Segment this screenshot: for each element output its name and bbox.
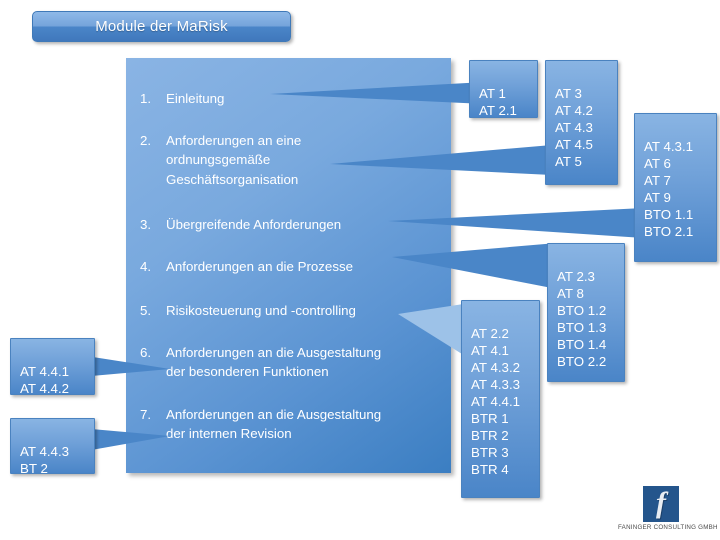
list-item-number: 4. xyxy=(140,259,152,274)
list-item-label: Anforderungen an die Ausgestaltung der i… xyxy=(166,407,382,442)
callout-box-at23[interactable]: AT 2.3 AT 8 BTO 1.2 BTO 1.3 BTO 1.4 BTO … xyxy=(547,243,625,382)
callout-box-at1[interactable]: AT 1 AT 2.1 xyxy=(469,60,538,118)
callout-box-at443-label: AT 4.4.3 BT 2 xyxy=(20,444,70,477)
list-item-number: 7. xyxy=(140,407,152,422)
callout-box-at3-label: AT 3 AT 4.2 AT 4.3 AT 4.5 AT 5 xyxy=(555,86,593,170)
list-item-number: 5. xyxy=(140,303,152,318)
list-item-number: 3. xyxy=(140,217,152,232)
list-item-label: Übergreifende Anforderungen xyxy=(166,217,342,232)
list-item-label: Risikosteuerung und -controlling xyxy=(166,303,356,318)
logo-company-name: FANINGER CONSULTING GMBH xyxy=(618,524,718,531)
list-item-label: Einleitung xyxy=(166,91,225,106)
callout-box-at443[interactable]: AT 4.4.3 BT 2 xyxy=(10,418,95,477)
list-item[interactable]: 5. Risikosteuerung und -controlling xyxy=(140,301,440,320)
callout-box-at1-label: AT 1 AT 2.1 xyxy=(479,86,517,119)
list-item[interactable]: 2. Anforderungen an eine ordnungsgemäße … xyxy=(140,131,440,189)
main-module-list-box: 1. Einleitung 2. Anforderungen an eine o… xyxy=(126,58,451,473)
logo-glyph: f xyxy=(656,486,666,519)
list-item-number: 2. xyxy=(140,133,152,148)
list-item[interactable]: 7. Anforderungen an die Ausgestaltung de… xyxy=(140,405,452,444)
company-logo: f FANINGER CONSULTING GMBH xyxy=(618,486,718,534)
slide-title-banner: Module der MaRisk xyxy=(32,11,291,42)
list-item[interactable]: 1. Einleitung xyxy=(140,89,440,108)
list-item[interactable]: 4. Anforderungen an die Prozesse xyxy=(140,257,440,276)
slide-title-label: Module der MaRisk xyxy=(95,17,228,35)
list-item-label: Anforderungen an die Prozesse xyxy=(166,259,354,274)
list-item-label: Anforderungen an die Ausgestaltung der b… xyxy=(166,345,382,380)
callout-box-at431[interactable]: AT 4.3.1 AT 6 AT 7 AT 9 BTO 1.1 BTO 2.1 xyxy=(634,113,717,262)
list-item[interactable]: 3. Übergreifende Anforderungen xyxy=(140,215,440,234)
list-item-label: Anforderungen an eine ordnungsgemäße Ges… xyxy=(166,133,302,187)
callout-box-at23-label: AT 2.3 AT 8 BTO 1.2 BTO 1.3 BTO 1.4 BTO … xyxy=(557,269,607,370)
list-item-number: 6. xyxy=(140,345,152,360)
list-item-number: 1. xyxy=(140,91,152,106)
callout-box-at3[interactable]: AT 3 AT 4.2 AT 4.3 AT 4.5 AT 5 xyxy=(545,60,618,185)
callout-box-at431-label: AT 4.3.1 AT 6 AT 7 AT 9 BTO 1.1 BTO 2.1 xyxy=(644,139,694,240)
list-item[interactable]: 6. Anforderungen an die Ausgestaltung de… xyxy=(140,343,452,382)
callout-box-at22[interactable]: AT 2.2 AT 4.1 AT 4.3.2 AT 4.3.3 AT 4.4.1… xyxy=(461,300,540,498)
callout-box-at441-label: AT 4.4.1 AT 4.4.2 xyxy=(20,364,70,397)
callout-box-at22-label: AT 2.2 AT 4.1 AT 4.3.2 AT 4.3.3 AT 4.4.1… xyxy=(471,326,521,478)
callout-box-at441[interactable]: AT 4.4.1 AT 4.4.2 xyxy=(10,338,95,397)
logo-mark-icon: f xyxy=(643,486,679,522)
